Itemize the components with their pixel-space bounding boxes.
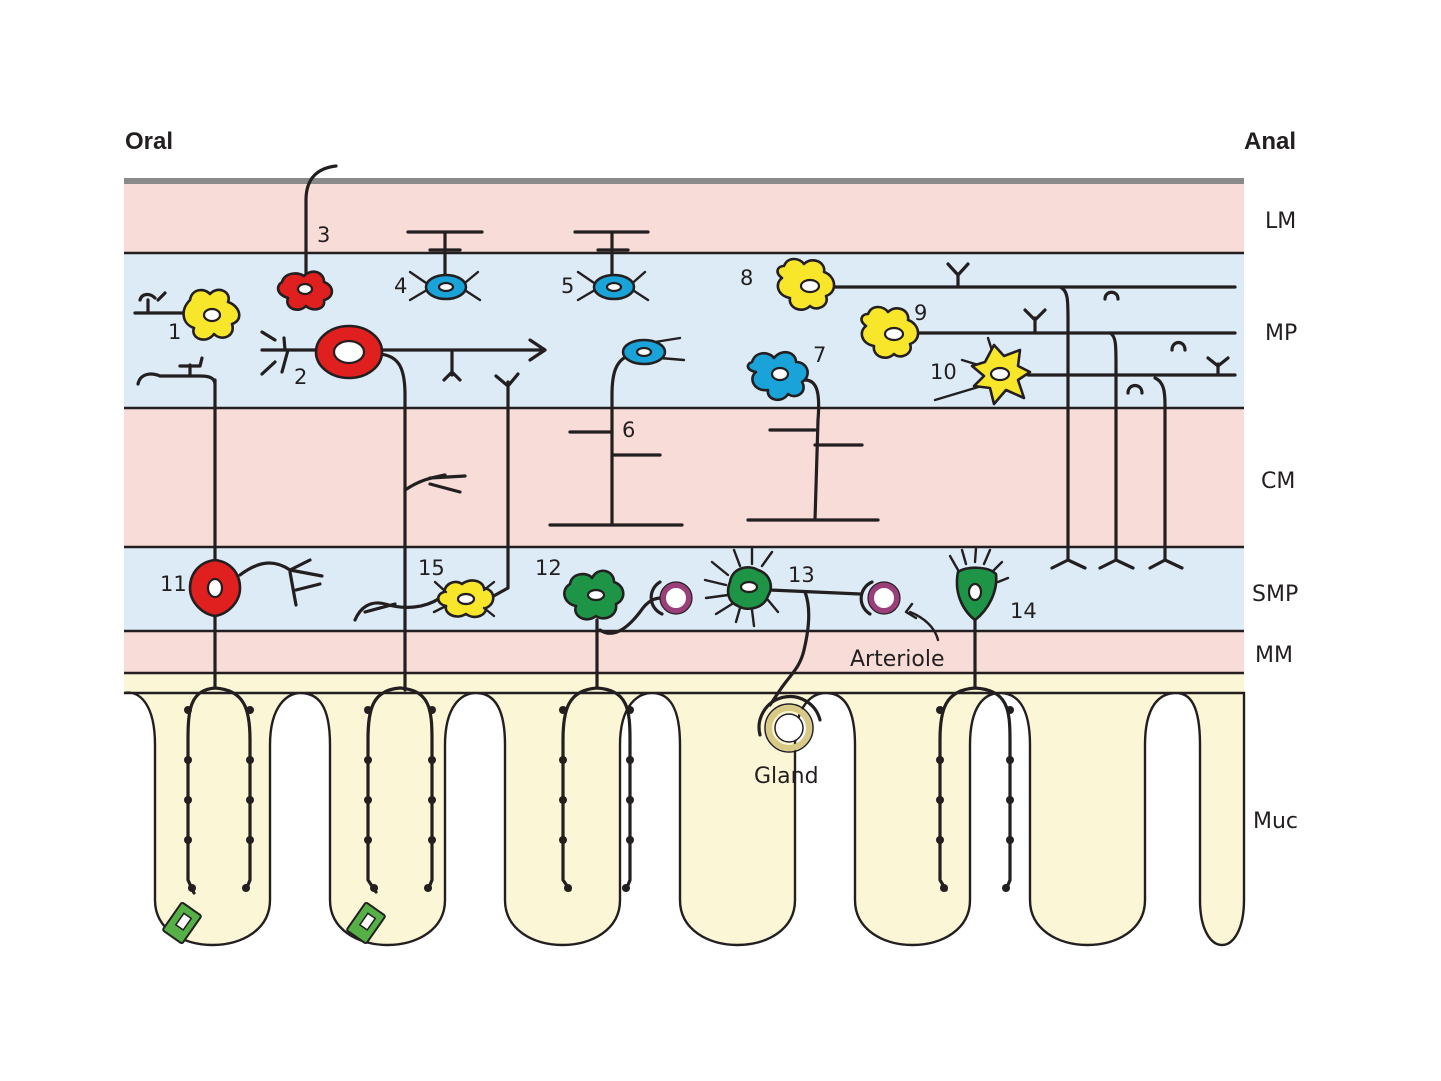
neuron-5-label: 5 (561, 274, 574, 298)
cm-band (124, 408, 1244, 547)
neuron-15-label: 15 (418, 556, 445, 580)
neuron-7-label: 7 (813, 343, 826, 367)
villus (124, 693, 1244, 945)
neuron-10-label: 10 (930, 360, 957, 384)
serosa-line (124, 178, 1244, 184)
layer-label-smp: SMP (1252, 582, 1298, 607)
layer-label-mm: MM (1255, 643, 1293, 668)
neuron-4-label: 4 (394, 274, 407, 298)
mm-band (124, 631, 1244, 673)
neuron-14-label: 14 (1010, 599, 1037, 623)
neuron-11 (190, 560, 240, 616)
neuron-2 (316, 326, 382, 378)
gland-label: Gland (754, 764, 819, 789)
mucosa-villi (124, 693, 1244, 945)
neuron-13-label: 13 (788, 563, 815, 587)
neuron-8-label: 8 (740, 266, 753, 290)
layer-label-mp: MP (1265, 321, 1297, 346)
neuron-4 (426, 275, 466, 299)
neuron-6 (623, 340, 665, 364)
neuron-5 (594, 275, 634, 299)
neuron-6-label: 6 (622, 418, 635, 442)
lm-band (124, 182, 1244, 253)
layer-label-muc: Muc (1253, 809, 1298, 834)
layer-label-lm: LM (1265, 209, 1296, 234)
neuron-9-label: 9 (914, 301, 927, 325)
layer-label-cm: CM (1261, 469, 1295, 494)
arteriole-label: Arteriole (850, 647, 945, 672)
layer-bands (124, 178, 1244, 693)
neuron-2-label: 2 (294, 365, 307, 389)
neuron-3-label: 3 (317, 223, 330, 247)
neuron-11-label: 11 (160, 572, 187, 596)
mucosa-base-band (124, 673, 1244, 693)
neuron-12-label: 12 (535, 556, 562, 580)
neuron-1-label: 1 (168, 320, 181, 344)
